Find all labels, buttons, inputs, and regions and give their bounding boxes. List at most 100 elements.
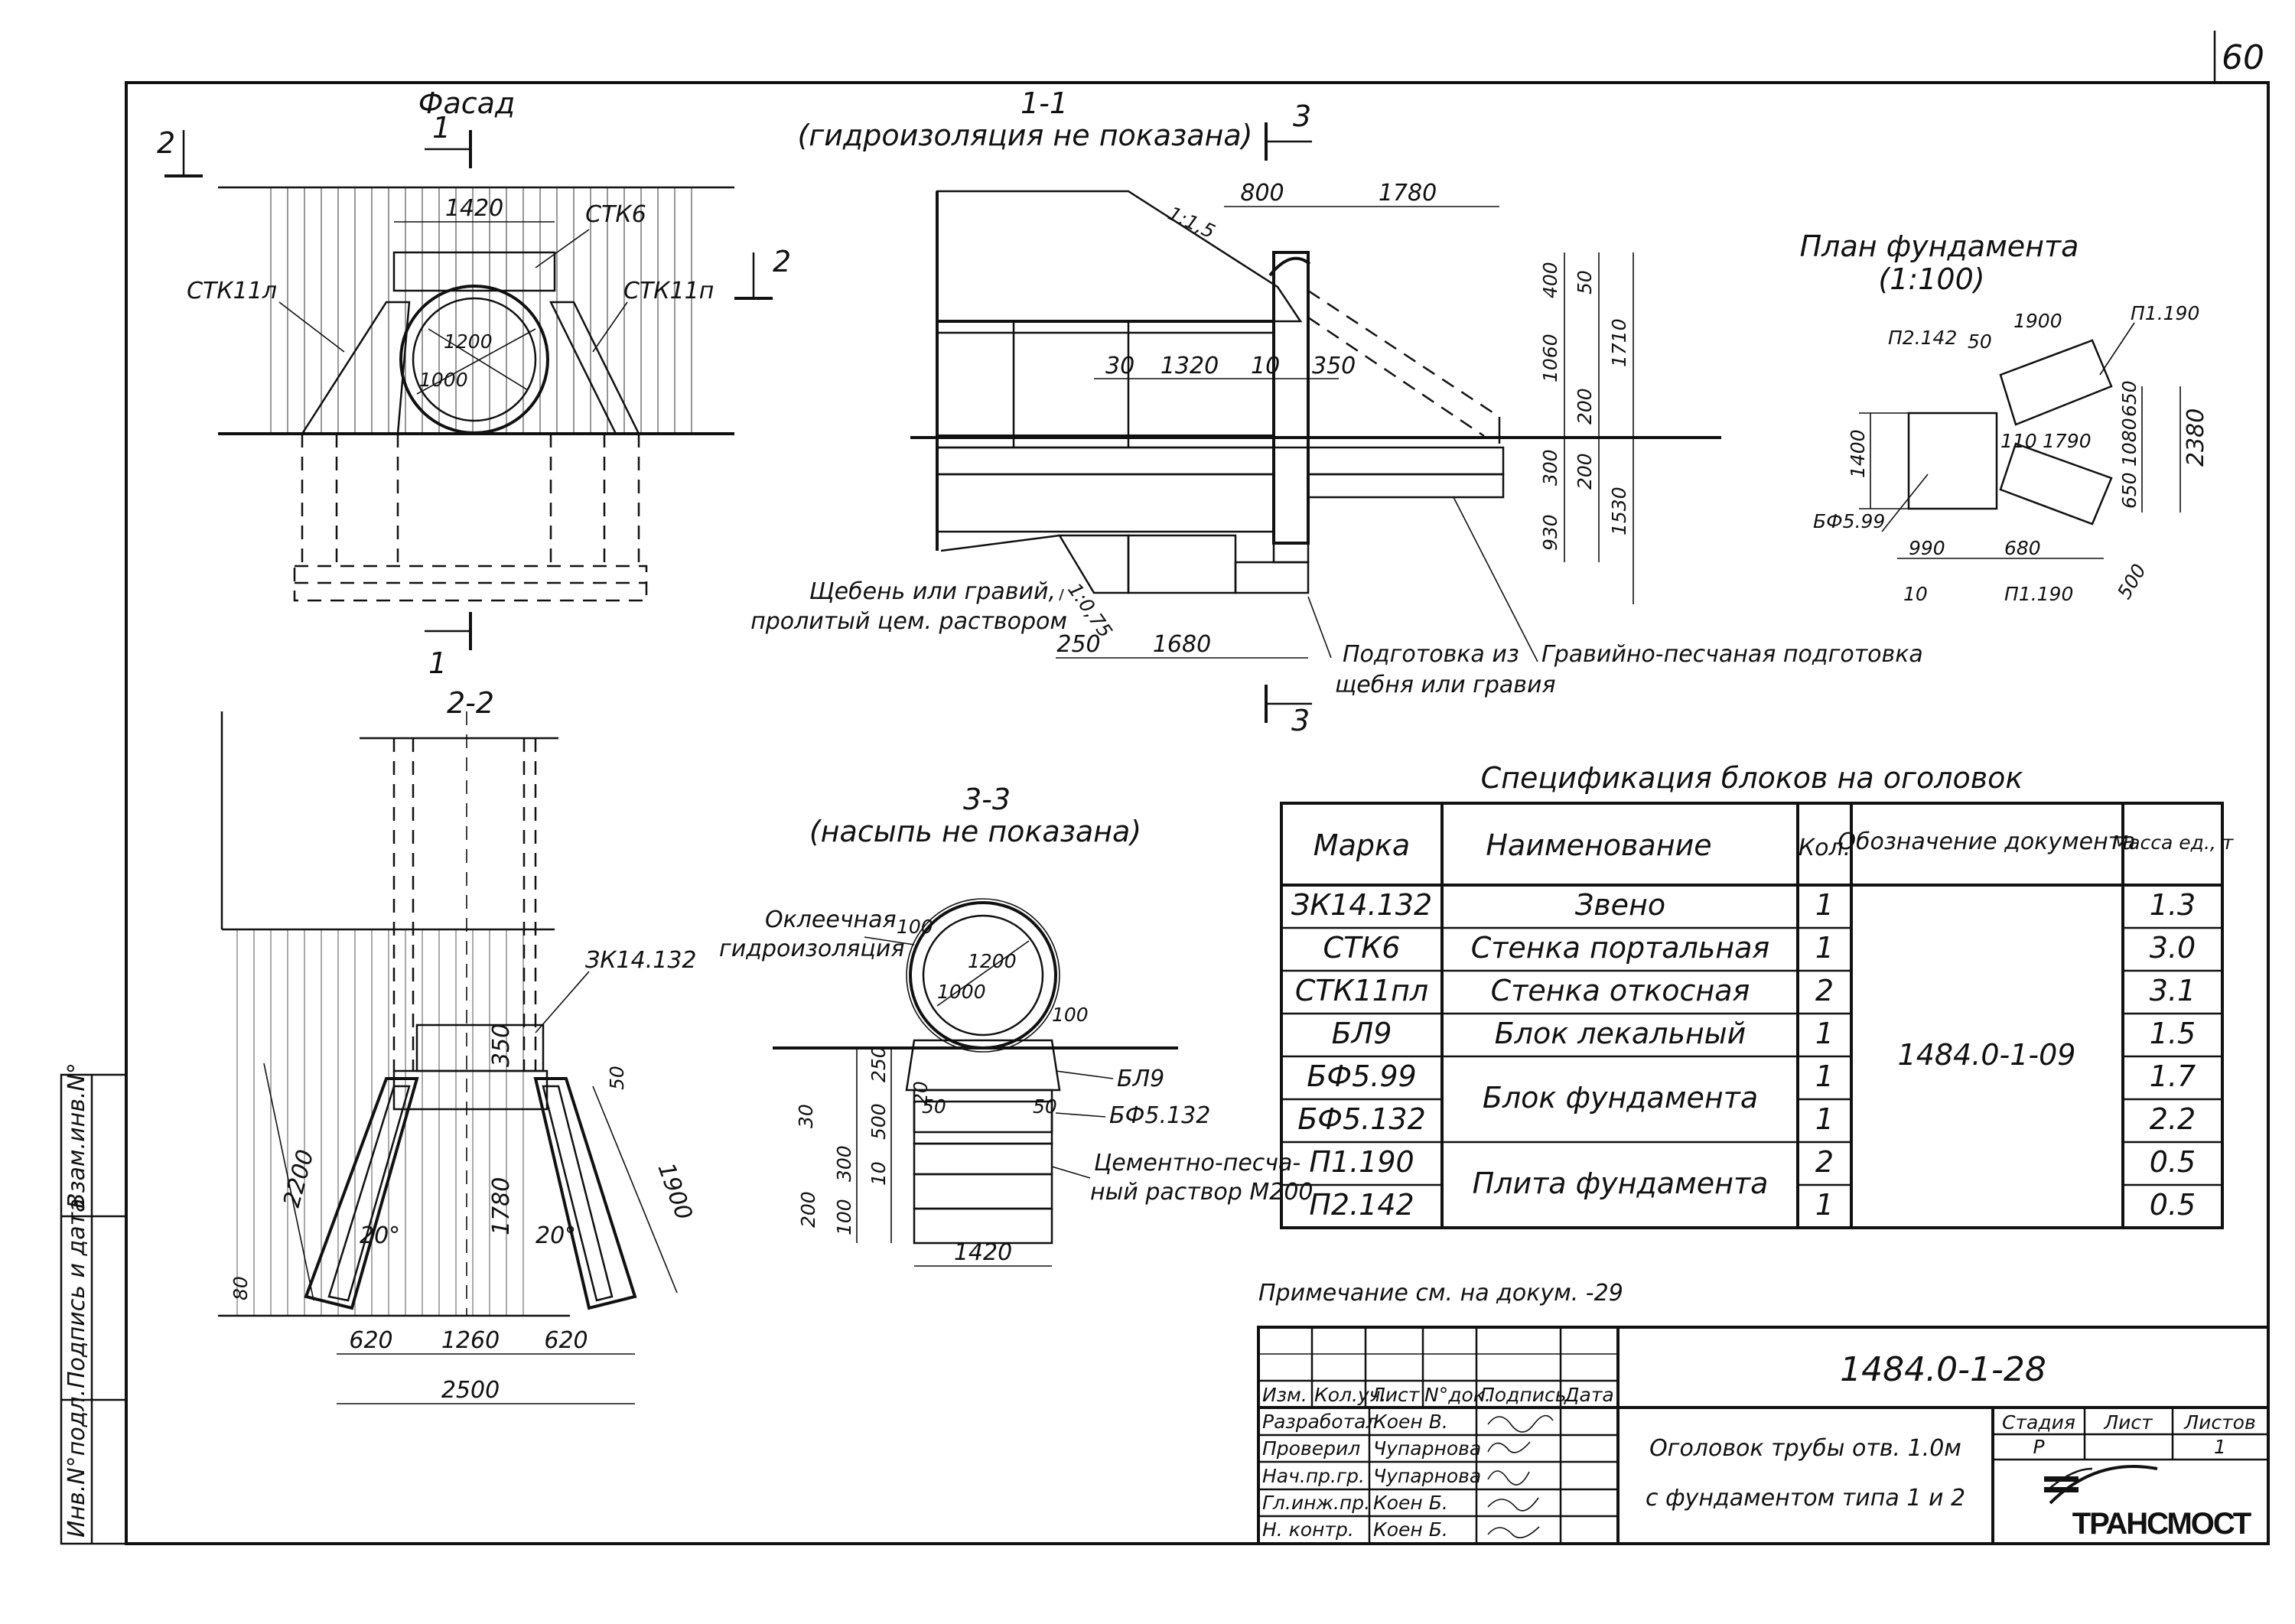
- section22-dim-620a: 620: [349, 1327, 392, 1354]
- plan-dim-2380: 2380: [2183, 408, 2209, 467]
- spec-name: Блок лекальный: [1495, 1017, 1746, 1050]
- page-number: 60: [2222, 38, 2264, 77]
- section11-cut-3-bottom: 3: [1291, 704, 1310, 737]
- spec-mark: БФ5.99: [1307, 1059, 1416, 1093]
- section33-dim-50b: 50: [1033, 1095, 1057, 1118]
- stamp-role: Разработал: [1262, 1411, 1378, 1433]
- facade-view: Фасад 1200 1000 1420 СТК6 СТК11л СТК11п: [157, 86, 791, 680]
- table-row: БФ5.132 1 2.2: [1297, 1102, 2196, 1136]
- plan-dim-990: 990: [1909, 537, 1945, 559]
- stamp-person: Коен В.: [1373, 1411, 1448, 1433]
- section22-dim-1900: 1900: [652, 1160, 697, 1224]
- section33-label-mortar-2: ный раствор М200: [1090, 1179, 1314, 1206]
- spec-qty: 1: [1815, 888, 1834, 922]
- company-logo: ТРАНСМОСТ: [2044, 1465, 2253, 1541]
- stamp-person: Коен Б.: [1373, 1492, 1448, 1514]
- section22-dim-50: 50: [606, 1066, 628, 1090]
- plan-label-p2142: П2.142: [1888, 327, 1957, 349]
- spec-row-lines: [1281, 926, 2222, 1186]
- facade-label-stk11l: СТК11л: [187, 278, 277, 304]
- section33-label-bf5132: БФ5.132: [1109, 1102, 1210, 1129]
- facade-label-stk6: СТК6: [585, 201, 646, 228]
- section11-dim-350: 350: [1312, 353, 1356, 379]
- section33-dim-100b: 100: [1052, 1004, 1089, 1026]
- section33-dim-50a: 50: [922, 1095, 946, 1118]
- section33-label-bl9: БЛ9: [1117, 1066, 1164, 1092]
- stamp-role: Гл.инж.пр.: [1262, 1492, 1370, 1514]
- section11-dim-800: 800: [1240, 180, 1284, 207]
- title-line-1: Оголовок трубы отв. 1.0м: [1649, 1435, 1961, 1462]
- spec-qty: 2: [1815, 974, 1834, 1007]
- title-line-2: с фундаментом типа 1 и 2: [1646, 1485, 1965, 1512]
- section22-dim-620b: 620: [544, 1327, 588, 1354]
- table-row: П2.142 1 0.5: [1309, 1188, 2196, 1222]
- spec-table: Спецификация блоков на оголовок Марка На: [1280, 761, 2235, 1229]
- section33-dim-100c: 100: [833, 1199, 855, 1235]
- stamp-head-izm: Изм.: [1262, 1384, 1307, 1406]
- section11-dim-400: 400: [1539, 262, 1561, 298]
- section11-leader-prep-2: щебня или гравия: [1335, 672, 1556, 698]
- stamp-head-kol: Кол.уч.: [1314, 1384, 1386, 1406]
- plan-dim-650a: 650: [2118, 380, 2140, 417]
- spec-title: Спецификация блоков на оголовок: [1481, 761, 2023, 795]
- company-logo-text: ТРАНСМОСТ: [2072, 1507, 2251, 1541]
- section11-dim-50: 50: [1574, 270, 1596, 295]
- section22-dim-350: 350: [488, 1024, 515, 1067]
- section33-dim-100a: 100: [897, 916, 933, 938]
- spec-name: Стенка откосная: [1491, 974, 1750, 1007]
- spec-mark: СТК6: [1323, 931, 1401, 965]
- section11-subtitle: (гидроизоляция не показана): [797, 119, 1252, 152]
- spec-mark: П2.142: [1309, 1188, 1414, 1222]
- plan-scale: (1:100): [1878, 262, 1984, 296]
- stamp-person: Чупарнова: [1373, 1465, 1481, 1487]
- stamp-role: Проверил: [1262, 1437, 1360, 1460]
- section33-dim-10: 10: [868, 1161, 890, 1186]
- table-row: БФ5.99 1 1.7: [1307, 1059, 2196, 1093]
- section11-dim-250: 250: [1056, 631, 1100, 658]
- section-2-2: 2-2 ЗК14.132 2200 350 50 1780 1900 20° 2…: [218, 686, 697, 1404]
- spec-mass: 0.5: [2150, 1188, 2196, 1222]
- section33-dim-1000: 1000: [937, 981, 986, 1003]
- stamp-person: Коен Б.: [1373, 1518, 1448, 1541]
- section11-dim-30: 30: [1105, 353, 1134, 379]
- plan-dim-1790: 1790: [2043, 430, 2092, 452]
- section33-dim-20: 20: [910, 1081, 932, 1105]
- section33-leader-a: Оклеечная: [765, 906, 897, 933]
- plan-dim-500: 500: [2113, 560, 2150, 603]
- spec-name: Звено: [1575, 888, 1665, 922]
- spec-mark: БФ5.132: [1297, 1102, 1426, 1136]
- section33-leader-b: гидроизоляция: [719, 936, 904, 962]
- facade-cut-1-top: 1: [432, 111, 451, 145]
- section-3-3: 3-3 (насыпь не показана) 1000 1200 100 1…: [719, 783, 1314, 1267]
- stage-head-stadia: Стадия: [2002, 1411, 2075, 1434]
- section11-leader-sand: Гравийно-песчаная подготовка: [1541, 641, 1923, 668]
- spec-mass: 3.1: [2150, 974, 2196, 1007]
- section11-dim-200b: 200: [1574, 453, 1596, 490]
- plan-title: План фундамента: [1800, 229, 2079, 263]
- section33-title: 3-3: [963, 783, 1011, 816]
- spec-mass: 3.0: [2150, 931, 2196, 965]
- side-strip-sign: Подпись и дата: [63, 1199, 90, 1389]
- section11-dim-1680: 1680: [1153, 631, 1211, 658]
- plan-dim-110: 110: [2000, 430, 2037, 452]
- table-row: СТК11пл Стенка откосная 2 3.1: [1295, 974, 2196, 1007]
- section33-dim-200: 200: [797, 1191, 819, 1228]
- section22-dim-2500: 2500: [441, 1377, 500, 1404]
- spec-name-merged-foundation-block: Блок фундамента: [1483, 1081, 1758, 1115]
- spec-name-merged-foundation-plate: Плита фундамента: [1473, 1167, 1769, 1200]
- plan-dim-680: 680: [2004, 537, 2041, 559]
- section11-dim-1780: 1780: [1379, 180, 1437, 207]
- spec-mass: 2.2: [2150, 1102, 2196, 1136]
- section33-subtitle: (насыпь не показана): [809, 815, 1141, 848]
- sheet-frame: 60: [125, 31, 2270, 1545]
- spec-qty: 2: [1815, 1145, 1834, 1179]
- table-row: СТК6 Стенка портальная 1 3.0: [1323, 931, 2196, 965]
- section33-dim-30: 30: [795, 1104, 817, 1128]
- spec-mass: 1.5: [2150, 1017, 2196, 1050]
- section22-dim-80: 80: [230, 1276, 252, 1300]
- facade-dim-1000: 1000: [419, 369, 468, 391]
- stamp-role: Нач.пр.гр.: [1262, 1465, 1365, 1487]
- section33-label-mortar-1: Цементно-песча-: [1094, 1150, 1300, 1177]
- spec-qty: 1: [1815, 1102, 1834, 1136]
